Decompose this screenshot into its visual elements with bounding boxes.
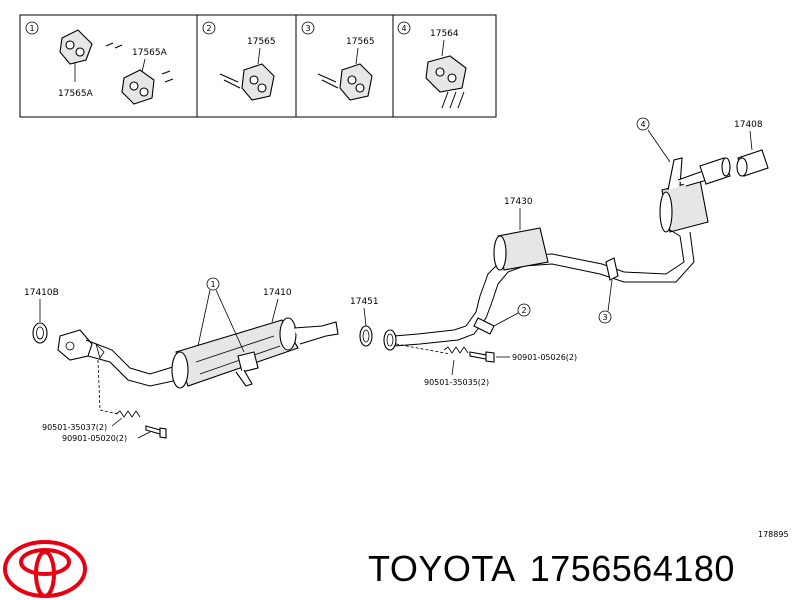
legend-cell-3: 3 17565 — [301, 21, 375, 101]
tailpipe-muffler-assembly — [383, 149, 769, 351]
part-label-90501-35035: 90501-35035(2) — [424, 378, 489, 387]
legend-index-4: 4 — [401, 24, 406, 33]
hanger-rubber-icon — [121, 69, 155, 105]
part-label-90901-05026: 90901-05026(2) — [512, 353, 577, 362]
toyota-logo — [3, 540, 87, 598]
gasket-17410B — [32, 322, 48, 344]
legend-index-1: 1 — [29, 24, 34, 33]
illustration-number: 178895 — [758, 530, 789, 539]
part-label-17408: 17408 — [734, 120, 763, 130]
part-label-17410B: 17410B — [24, 288, 59, 298]
brand-name: TOYOTA — [368, 548, 516, 589]
gasket-17451 — [359, 325, 373, 347]
svg-text:4: 4 — [640, 120, 645, 129]
caption: TOYOTA 1756564180 — [368, 548, 749, 590]
svg-text:1: 1 — [210, 280, 215, 289]
legend-box: 1 17565A 17565A 2 17565 — [19, 14, 497, 118]
part-label-90501-35037: 90501-35037(2) — [42, 423, 107, 432]
svg-text:2: 2 — [521, 306, 526, 315]
legend-part-3: 17565 — [346, 37, 375, 47]
part-label-17430: 17430 — [504, 197, 533, 207]
hanger-rubber-icon — [425, 55, 467, 93]
callout-4: 4 — [636, 117, 671, 163]
legend-cell-4: 4 17564 — [397, 21, 467, 109]
callout-3: 3 — [598, 279, 613, 324]
legend-part-4: 17564 — [430, 29, 459, 39]
legend-part-1a: 17565A — [58, 89, 94, 99]
part-number: 1756564180 — [529, 548, 735, 589]
svg-text:3: 3 — [602, 313, 607, 322]
legend-index-3: 3 — [305, 24, 310, 33]
legend-part-1b: 17565A — [132, 48, 168, 58]
part-label-90901-05020: 90901-05020(2) — [62, 434, 127, 443]
part-label-17451: 17451 — [350, 297, 379, 307]
rear-joint-fasteners — [395, 343, 495, 363]
legend-cell-2: 2 17565 — [202, 21, 276, 101]
legend-part-2: 17565 — [247, 37, 276, 47]
legend-index-2: 2 — [206, 24, 211, 33]
part-label-17410: 17410 — [263, 288, 292, 298]
hanger-rubber-icon — [59, 29, 93, 65]
legend-cell-1: 1 17565A 17565A — [25, 21, 174, 105]
hanger-rubber-icon — [241, 63, 275, 101]
front-joint-fasteners — [97, 359, 167, 439]
callout-1: 1 — [197, 277, 245, 353]
catalytic-converter-assembly — [57, 317, 339, 389]
callout-2: 2 — [493, 303, 531, 327]
hanger-rubber-icon — [339, 63, 373, 101]
